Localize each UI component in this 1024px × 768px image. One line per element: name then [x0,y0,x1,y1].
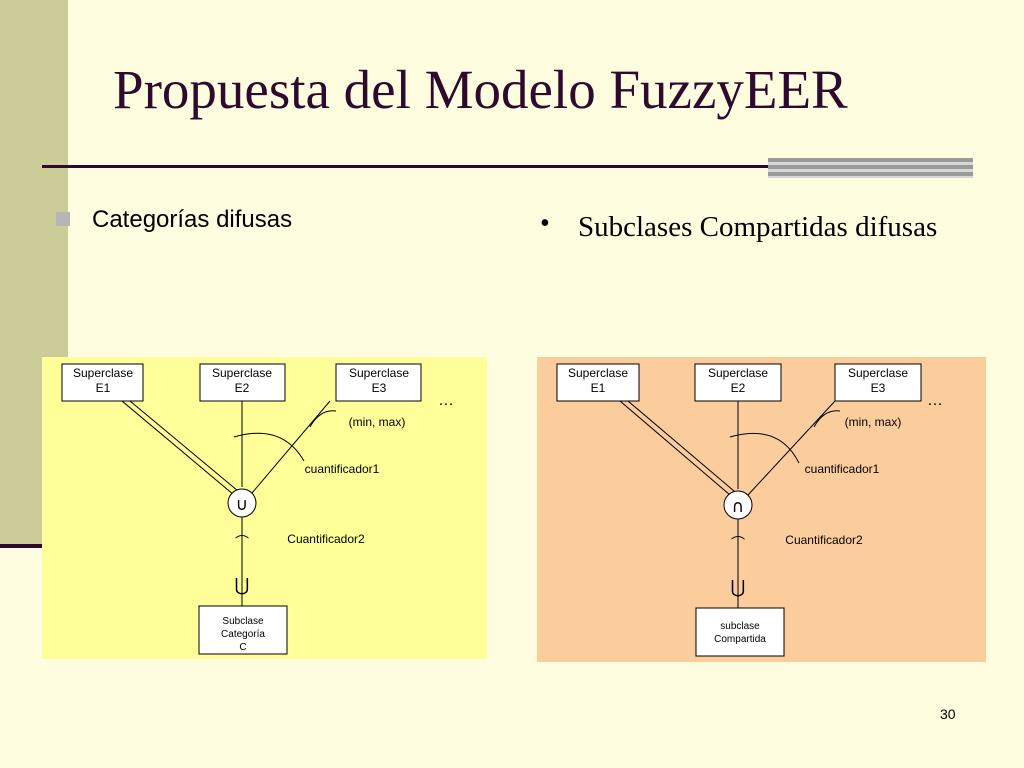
e1-double-line-a [619,400,731,496]
superclass-e2-line2: E2 [235,381,250,395]
round-bullet-icon: • [540,208,550,239]
quantifier2-arc-symbol: ⌒ [235,535,249,551]
minmax-arc [309,410,337,428]
minmax-label: (min, max) [845,415,902,429]
quantifier1-label: cuantificador1 [805,462,880,476]
quantifier2-arc-symbol: ⌒ [731,536,745,552]
square-bullet-icon [56,212,70,226]
subclass-line3: C [239,642,246,653]
superclass-e1-box [556,363,640,402]
category-diagram: Superclase E1 Superclase E2 Superclase E… [61,363,454,655]
quantifier1-arc [233,432,305,462]
superclass-e3-line1: Superclase [848,366,908,380]
superclass-e3-line2: E3 [871,381,886,395]
slide-title: Propuesta del Modelo FuzzyEER [113,59,848,120]
superclass-e1-line1: Superclase [568,366,628,380]
superclass-e1-line1: Superclase [73,366,133,380]
superclass-e3-box [335,363,422,402]
superclass-e3-line1: Superclase [349,366,409,380]
minmax-arc [813,410,841,428]
subset-symbol: ⋃ [731,577,746,598]
quantifier1-arc [729,432,800,464]
subclass-line1: Subclase [222,616,264,627]
title-divider [42,165,972,168]
subclass-box [198,605,288,655]
e3-line [747,400,836,496]
superclass-e3-box [834,363,922,402]
e1-double-line-a [121,400,235,496]
subclass-line2: Categoría [221,629,265,640]
superclass-e1-box [61,363,144,402]
subset-symbol: ⋃ [235,575,250,596]
quantifier1-label: cuantificador1 [305,462,380,476]
subclass-box [695,607,785,657]
superclass-e2-box [199,363,286,402]
quantifier2-label: Cuantificador2 [785,533,863,547]
shared-subclass-diagram: Superclase E1 Superclase E2 Superclase E… [556,363,943,657]
left-bullet-text: Categorías difusas [92,206,293,233]
superclass-e2-line1: Superclase [708,366,768,380]
intersection-symbol: ∩ [732,497,744,517]
superclass-e2-box [694,363,782,402]
e1-double-line-b [129,400,239,492]
right-bullet-text: Subclases Compartidas difusas [578,211,938,243]
superclass-e2-line1: Superclase [212,366,272,380]
ellipsis-text: … [438,392,454,409]
subclass-line1: subclase [720,621,760,632]
superclass-e1-line2: E1 [96,381,111,395]
page-number: 30 [940,706,956,722]
minmax-label: (min, max) [349,415,406,429]
e3-line [251,400,331,494]
category-diagram-panel: Superclase E1 Superclase E2 Superclase E… [42,357,487,659]
title-divider-accent [768,158,973,178]
union-symbol: ∪ [236,495,248,515]
e1-double-line-b [627,400,735,492]
superclass-e1-line2: E1 [591,381,606,395]
superclass-e2-line2: E2 [731,381,746,395]
subclass-line2: Compartida [714,634,766,645]
ellipsis-text: … [927,392,943,409]
superclass-e3-line2: E3 [372,381,387,395]
shared-subclass-diagram-panel: Superclase E1 Superclase E2 Superclase E… [537,357,986,662]
sidebar-rule [0,544,42,548]
quantifier2-label: Cuantificador2 [287,532,365,546]
